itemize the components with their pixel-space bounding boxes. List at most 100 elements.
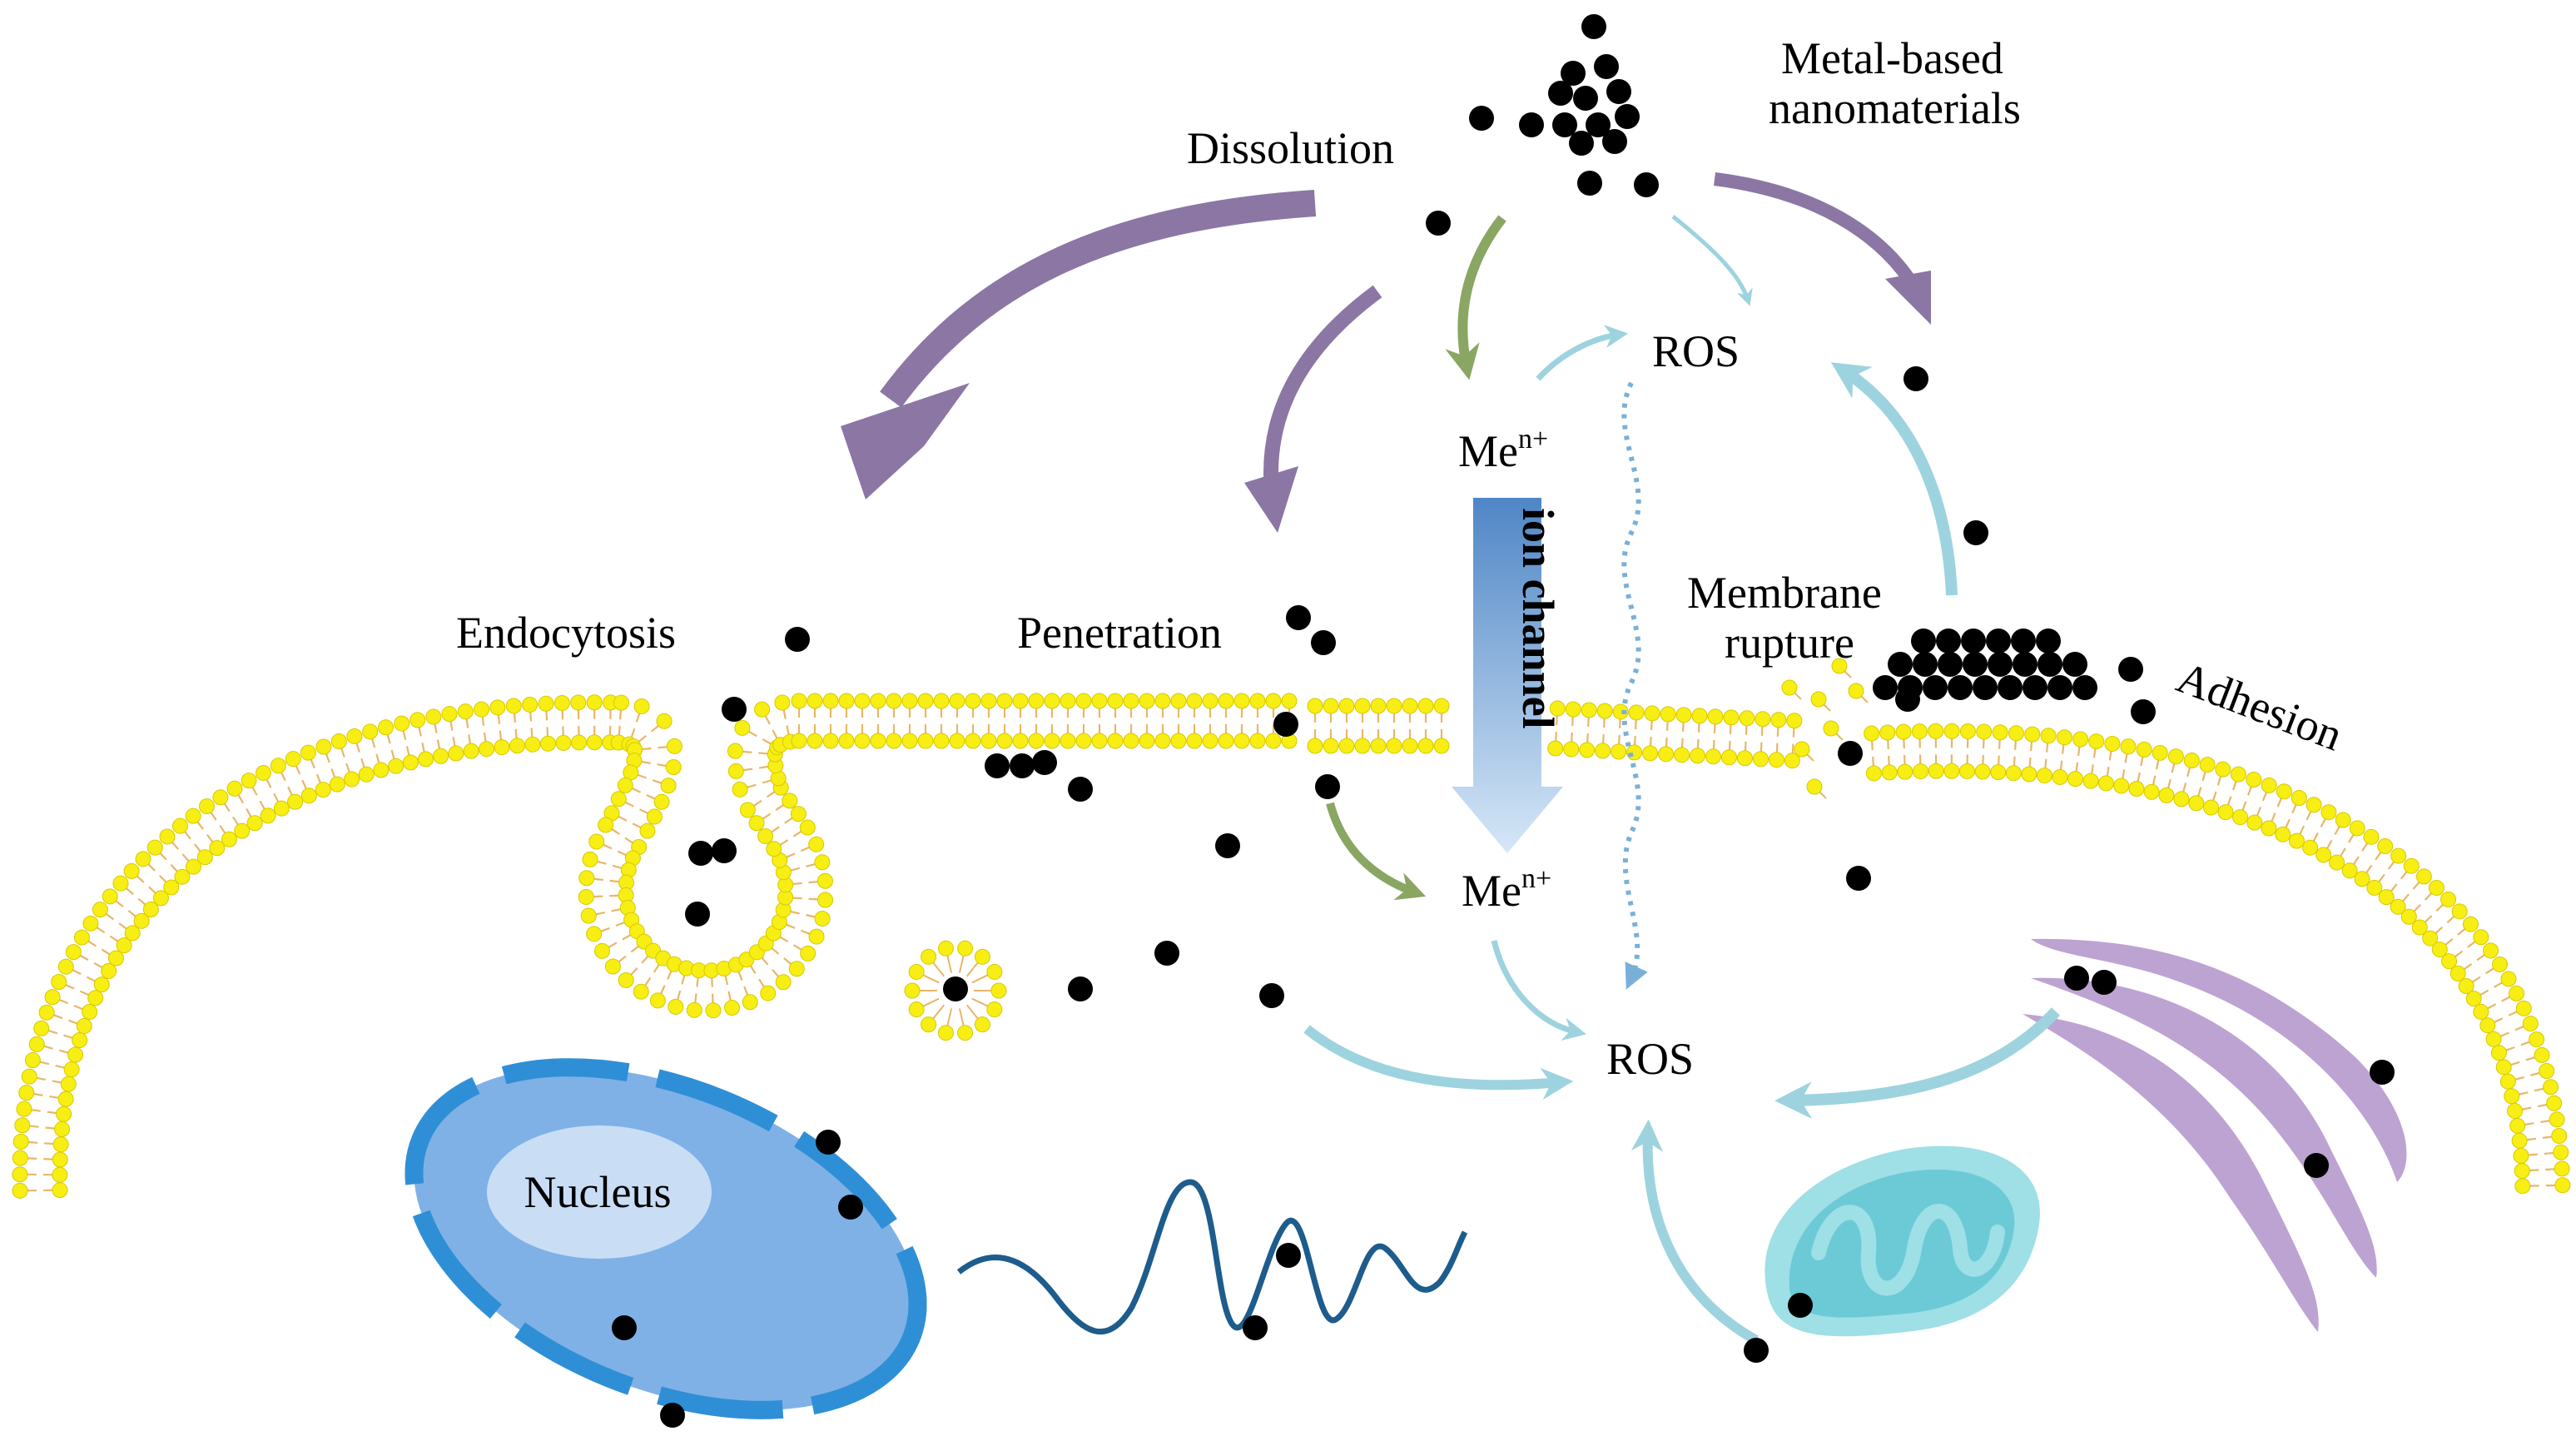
nanoparticle: [1973, 675, 1998, 700]
lipid-head: [538, 695, 554, 712]
lipid-head: [646, 808, 663, 825]
lipid-head: [2230, 766, 2246, 783]
nanoparticle: [1788, 1293, 1813, 1318]
micelle-head: [908, 963, 925, 980]
lipid-head: [1579, 742, 1596, 758]
micelle-head: [974, 948, 990, 965]
lipid-head: [2349, 820, 2365, 837]
lipid-head: [2511, 1132, 2528, 1149]
lipid-head: [1928, 723, 1944, 739]
lipid-head: [660, 778, 677, 794]
nanoparticle: [1573, 86, 1598, 111]
lipid-head: [586, 694, 603, 711]
nanoparticle: [1552, 112, 1577, 137]
lipid-head: [57, 958, 74, 975]
lipid-head: [1354, 698, 1371, 714]
lipid-head: [315, 738, 332, 755]
lipid-head: [588, 833, 605, 850]
lipid-head: [1755, 711, 1771, 728]
lipid-head: [1911, 723, 1928, 740]
lipid-head: [2473, 1003, 2489, 1020]
lipid-head: [2021, 766, 2037, 783]
nanoparticle: [1898, 675, 1923, 700]
lipid-head: [854, 733, 871, 749]
lipid-head: [886, 733, 902, 749]
lipid-head: [2363, 828, 2380, 845]
lipid-head: [748, 815, 765, 832]
nanoparticle: [1548, 81, 1573, 106]
lipid-head: [1186, 733, 1203, 749]
lipid-head: [24, 1052, 41, 1069]
nanoparticle: [2013, 652, 2037, 677]
nanoparticle: [2062, 652, 2087, 677]
lipid-head: [524, 736, 541, 753]
lipid-head: [171, 817, 188, 834]
lipid-head: [1060, 693, 1076, 709]
lipid-head: [12, 1150, 28, 1166]
lipid-head: [2291, 789, 2307, 806]
micelle-head: [921, 948, 937, 965]
lipid-head: [2173, 791, 2190, 807]
lipid-head: [1107, 733, 1124, 749]
lipid-head: [1323, 738, 1339, 754]
lipid-head: [639, 822, 656, 839]
lipid-head: [2040, 728, 2057, 744]
nanoparticle: [1569, 131, 1594, 156]
lipid-head: [246, 815, 263, 832]
lipid-head: [807, 733, 823, 749]
nanoparticle: [1963, 652, 1988, 677]
lipid-head: [2411, 919, 2428, 936]
lipid-head: [901, 733, 918, 749]
lipid-head: [441, 706, 458, 723]
membrane-rupture-label-line2: rupture: [1725, 618, 1854, 668]
arrow-ion-to-ros-top: [1536, 325, 1629, 381]
nanoparticle: [1913, 652, 1938, 677]
micelle-head: [986, 1001, 1003, 1018]
lipid-head: [917, 733, 934, 749]
lipid-head: [102, 888, 118, 905]
lipid-head: [2546, 1095, 2563, 1111]
lipid-head: [2534, 1046, 2550, 1063]
arrow-particle-to-ion: [1326, 802, 1427, 901]
lipid-head: [1265, 693, 1282, 709]
nanoparticle: [712, 838, 737, 863]
lipid-fragment-head: [1781, 679, 1798, 696]
lipid-head: [1139, 693, 1155, 709]
lipid-head: [1707, 708, 1724, 725]
lipid-head: [1012, 733, 1029, 749]
lipid-head: [2485, 1031, 2502, 1047]
lipid-head: [2215, 761, 2231, 778]
lipid-head: [52, 1151, 68, 1168]
lipid-head: [2551, 1127, 2568, 1144]
penetration-label: Penetration: [1017, 608, 1222, 658]
lipid-head: [2499, 1073, 2516, 1090]
nanoparticle: [1276, 1243, 1301, 1268]
nanoparticle: [2011, 629, 2036, 653]
lipid-head: [1563, 741, 1580, 758]
vesicle-micelle: [904, 940, 1007, 1041]
lipid-head: [260, 807, 276, 824]
lipid-head: [2554, 1177, 2571, 1194]
lipid-head: [82, 915, 99, 932]
lipid-head: [2246, 772, 2262, 788]
lipid-head: [285, 751, 301, 768]
nanoparticle: [1938, 652, 1963, 677]
lipid-head: [1433, 738, 1450, 754]
nanoparticle: [1594, 54, 1619, 79]
lipid-head: [1959, 723, 1976, 739]
lipid-head: [816, 872, 833, 889]
lipid-head: [1370, 738, 1387, 754]
lipid-head: [12, 1133, 29, 1150]
lipid-head: [917, 693, 934, 709]
lipid-head: [2462, 916, 2479, 932]
lipid-head: [1202, 733, 1219, 749]
lipid-head: [52, 1136, 69, 1153]
lipid-head: [358, 766, 375, 783]
lipid-head: [649, 992, 666, 1009]
arrow-to-endocytosis: [841, 190, 1317, 499]
adhesion-label: Adhesion: [2171, 652, 2350, 760]
lipid-head: [1879, 724, 1896, 741]
lipid-head: [2036, 768, 2052, 784]
lipid-head: [146, 839, 163, 856]
lipid-head: [1770, 712, 1787, 728]
